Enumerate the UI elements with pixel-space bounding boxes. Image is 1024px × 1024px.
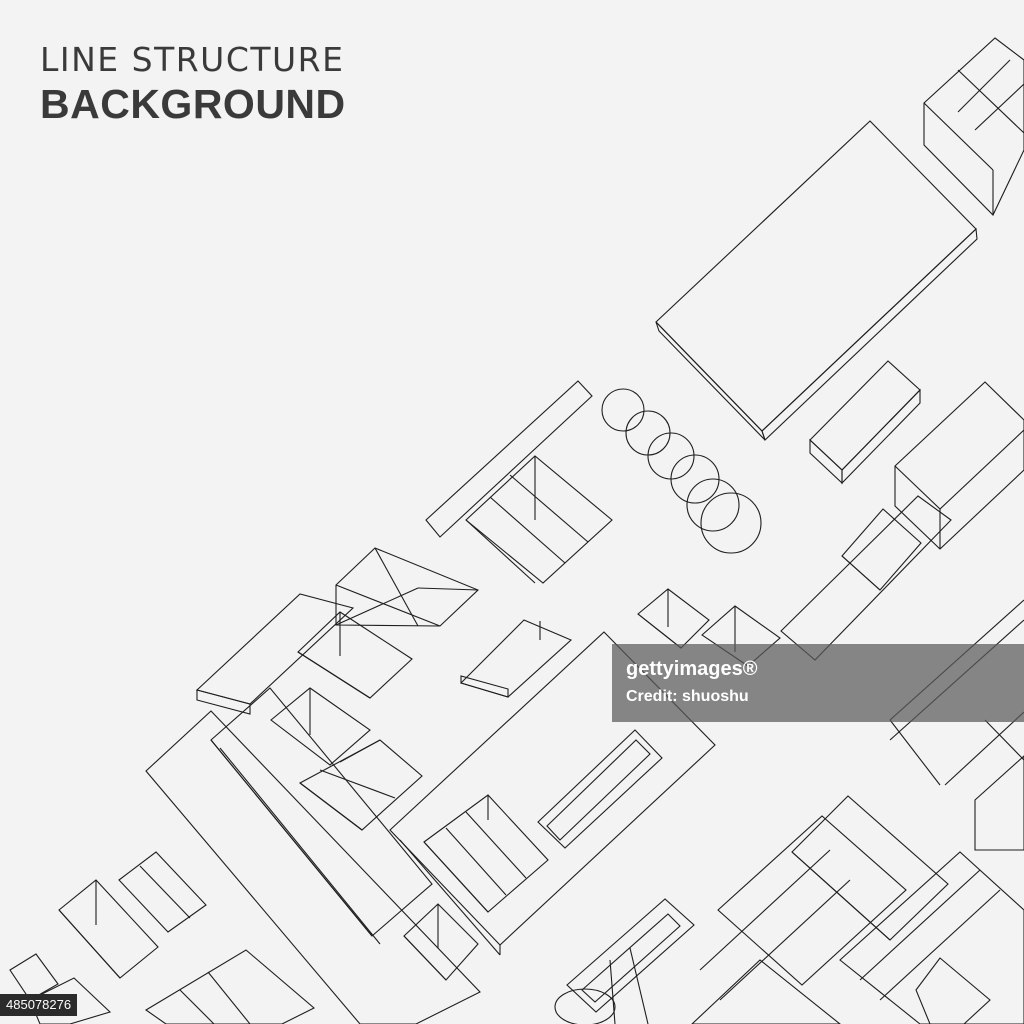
small-box-b	[459, 619, 573, 698]
watermark-brand: gettyimages®	[626, 658, 758, 680]
circle-chain	[601, 388, 762, 554]
box-cluster	[270, 611, 423, 831]
bottom-slab	[144, 949, 315, 1024]
bottom-cylinder	[554, 898, 695, 1024]
bottom-right-complex	[691, 599, 1024, 1024]
title-background: BACKGROUND	[40, 81, 346, 127]
title-block: LINE STRUCTURE BACKGROUND	[40, 38, 346, 126]
image-id-badge: 485078276	[0, 994, 78, 1016]
small-box-a	[809, 360, 921, 485]
narrow-box	[537, 729, 663, 849]
large-platform	[145, 631, 716, 1024]
small-box-c	[403, 903, 479, 981]
title-line-structure: LINE STRUCTURE	[40, 40, 345, 79]
long-bar-left	[195, 593, 355, 715]
corner-block	[923, 37, 1024, 216]
watermark-credit: Credit: shuoshu	[626, 688, 749, 705]
bottom-left-boxes	[9, 851, 207, 1024]
connector-block	[780, 495, 952, 661]
striped-box	[423, 794, 549, 913]
roof-block	[335, 547, 479, 627]
thin-rail	[425, 380, 593, 538]
watermark-band: gettyimages® Credit: shuoshu	[612, 644, 1024, 722]
right-edge-block	[894, 381, 1024, 550]
large-slab	[655, 120, 978, 441]
cube-center	[465, 455, 613, 584]
